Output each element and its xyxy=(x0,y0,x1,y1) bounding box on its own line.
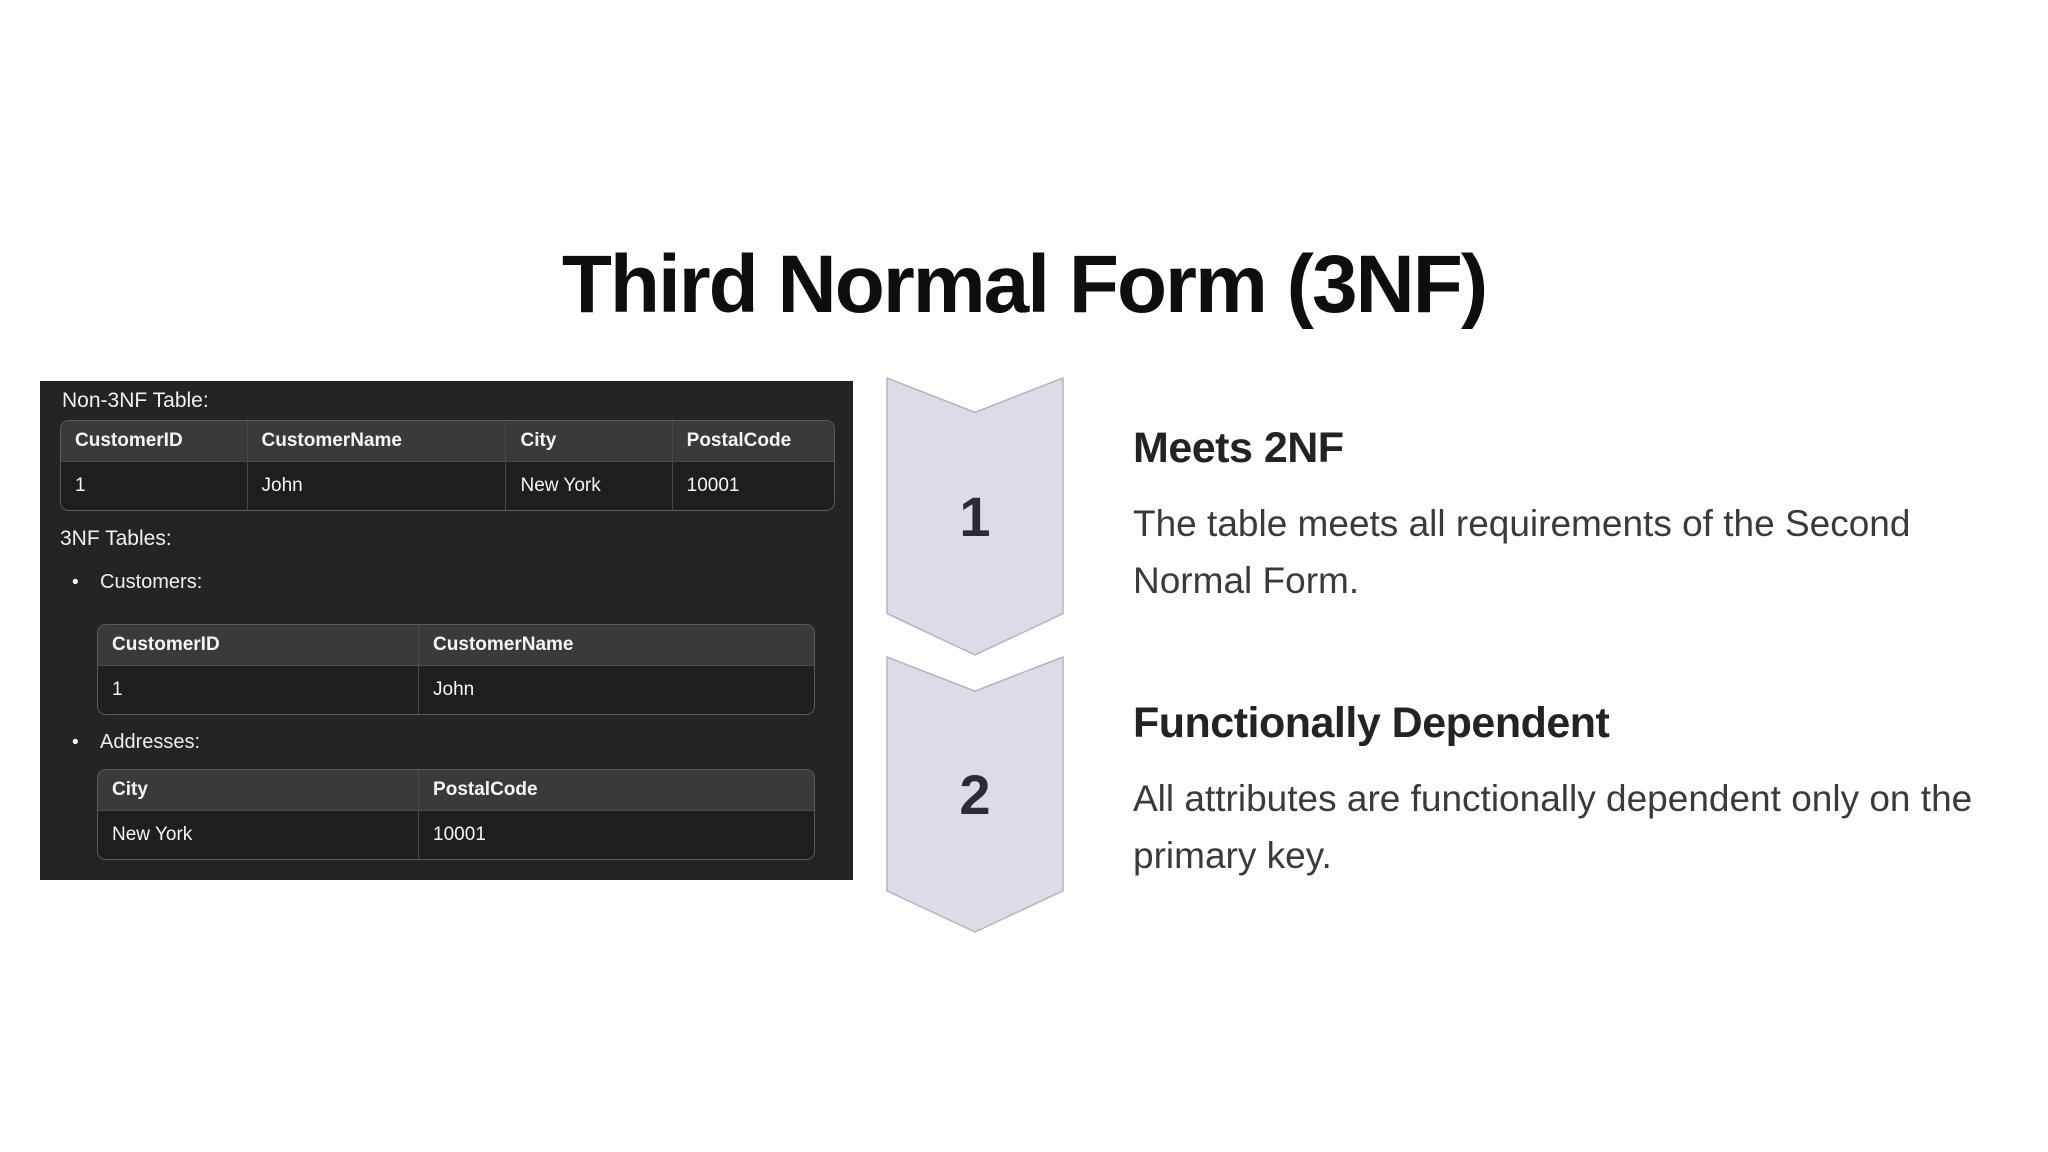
column-header: CustomerName xyxy=(246,421,506,461)
list-item-label: Customers: xyxy=(100,571,203,593)
column-header: CustomerID xyxy=(75,430,183,451)
table-header-row: CustomerID CustomerName City PostalCode xyxy=(61,421,834,462)
column-header: PostalCode xyxy=(418,770,814,810)
table-row: 1 John New York 10001 xyxy=(61,462,834,510)
column-header: City xyxy=(505,421,671,461)
table-cell: 10001 xyxy=(671,462,834,510)
table-header-row: City PostalCode xyxy=(98,770,814,811)
step-1-text: Meets 2NF The table meets all requiremen… xyxy=(1133,424,2033,609)
table-row: 1 John xyxy=(98,666,814,714)
chevron-down-shape xyxy=(886,656,1064,933)
column-header: CustomerID xyxy=(112,634,220,655)
page-title: Third Normal Form (3NF) xyxy=(561,239,1488,330)
table-cell: New York xyxy=(112,824,193,845)
bullet-icon: • xyxy=(72,731,79,753)
table-cell: John xyxy=(418,666,814,714)
bullet-icon: • xyxy=(72,571,79,593)
table-row: New York 10001 xyxy=(98,811,814,859)
column-header: CustomerName xyxy=(418,625,814,665)
table-cell: 1 xyxy=(75,475,86,496)
column-header: City xyxy=(112,779,148,800)
table-cell: 10001 xyxy=(418,811,814,859)
addresses-table: City PostalCode New York 10001 xyxy=(97,769,815,860)
list-item-addresses: • Addresses: xyxy=(72,731,200,754)
step-chevron-1: 1 xyxy=(886,377,1064,656)
step-heading: Meets 2NF xyxy=(1133,424,1344,472)
table-cell: John xyxy=(246,462,506,510)
step-number: 2 xyxy=(959,763,991,826)
column-header: PostalCode xyxy=(671,421,834,461)
table-cell: New York xyxy=(505,462,671,510)
chevron-down-shape xyxy=(886,377,1064,656)
table-header-row: CustomerID CustomerName xyxy=(98,625,814,666)
table-cell: 1 xyxy=(112,679,123,700)
non3nf-table-label: Non-3NF Table: xyxy=(62,389,209,412)
step-number: 1 xyxy=(959,485,991,548)
customers-table: CustomerID CustomerName 1 John xyxy=(97,624,815,715)
step-body: All attributes are functionally dependen… xyxy=(1133,778,1973,876)
step-chevron-2: 2 xyxy=(886,656,1064,933)
step-heading: Functionally Dependent xyxy=(1133,699,1610,747)
list-item-customers: • Customers: xyxy=(72,571,202,594)
step-body: The table meets all requirements of the … xyxy=(1133,503,1911,601)
3nf-tables-label: 3NF Tables: xyxy=(60,527,172,550)
step-2-text: Functionally Dependent All attributes ar… xyxy=(1133,699,2033,884)
code-panel: Non-3NF Table: CustomerID CustomerName C… xyxy=(40,381,853,880)
list-item-label: Addresses: xyxy=(100,731,201,753)
non3nf-table: CustomerID CustomerName City PostalCode … xyxy=(60,420,835,511)
